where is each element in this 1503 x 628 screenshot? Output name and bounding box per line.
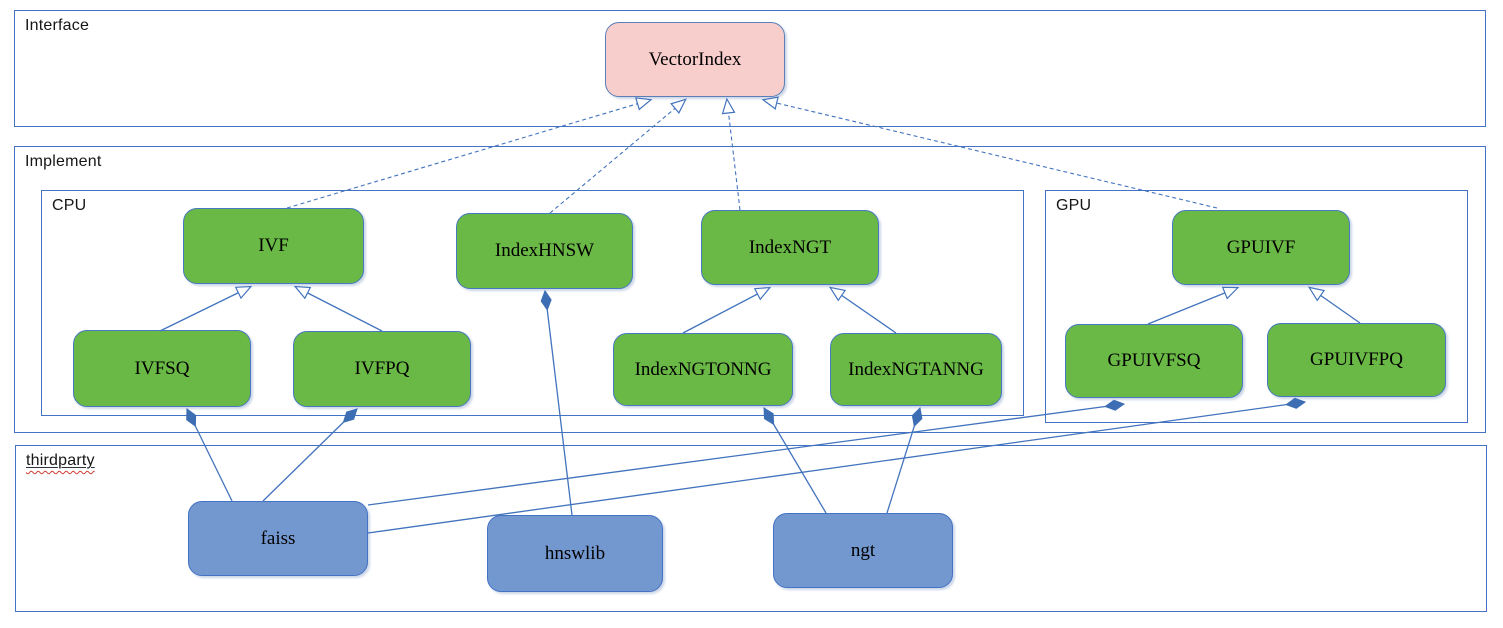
node-gpuivfsq-label: GPUIVFSQ <box>1107 350 1201 371</box>
node-indexngtanng: IndexNGTANNG <box>830 333 1002 406</box>
node-gpuivfpq: GPUIVFPQ <box>1267 323 1446 397</box>
node-faiss: faiss <box>188 501 368 576</box>
node-indexhnsw-label: IndexHNSW <box>494 240 595 261</box>
node-indexngtonng: IndexNGTONNG <box>613 333 793 406</box>
node-vectorindex: VectorIndex <box>605 22 785 97</box>
node-ivfsq: IVFSQ <box>73 330 251 407</box>
node-ivf-label: IVF <box>258 235 289 256</box>
node-hnswlib-label: hnswlib <box>544 542 606 564</box>
node-ivfsq-label: IVFSQ <box>134 357 190 379</box>
node-ngt: ngt <box>773 513 953 588</box>
container-thirdparty-label: thirdparty <box>26 452 95 469</box>
node-hnswlib: hnswlib <box>487 515 663 592</box>
node-gpuivf: GPUIVF <box>1172 210 1350 285</box>
node-indexhnsw: IndexHNSW <box>456 213 633 289</box>
node-indexngtonng-label: IndexNGTONNG <box>634 358 772 380</box>
node-faiss-label: faiss <box>260 527 296 549</box>
node-ivf: IVF <box>183 208 364 284</box>
container-implement-label: Implement <box>25 153 102 170</box>
container-gpu-label: GPU <box>1056 197 1092 214</box>
node-indexngt-label: IndexNGT <box>748 236 832 258</box>
node-gpuivfpq-label: GPUIVFPQ <box>1310 349 1403 370</box>
node-ivfpq: IVFPQ <box>293 331 471 407</box>
node-gpuivf-label: GPUIVF <box>1226 236 1296 258</box>
node-ngt-label: ngt <box>850 539 876 561</box>
node-indexngtanng-label: IndexNGTANNG <box>848 358 984 380</box>
node-indexngt: IndexNGT <box>701 210 879 285</box>
container-interface-label: Interface <box>25 17 90 34</box>
container-cpu-label: CPU <box>52 197 87 214</box>
node-gpuivfsq: GPUIVFSQ <box>1065 324 1243 398</box>
node-ivfpq-label: IVFPQ <box>354 358 410 379</box>
node-vectorindex-label: VectorIndex <box>648 48 742 70</box>
container-interface: Interface <box>14 10 1486 127</box>
